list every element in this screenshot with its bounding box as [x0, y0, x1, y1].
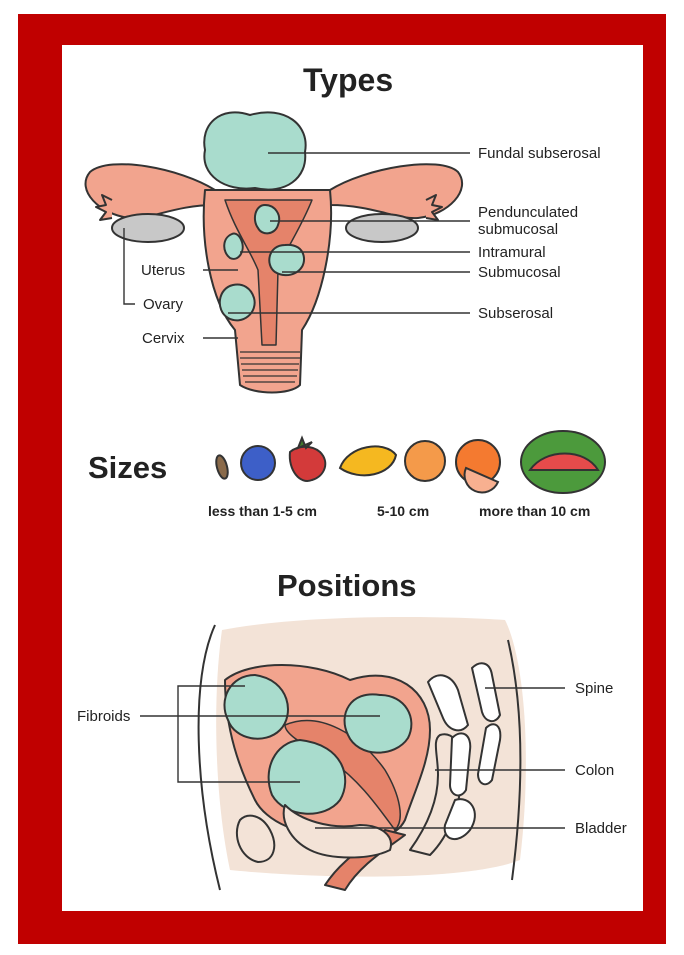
- strawberry-icon: [290, 447, 326, 481]
- label-pedunculated-line2: submucosal: [478, 221, 558, 238]
- label-subserosal: Subserosal: [478, 305, 553, 322]
- label-colon: Colon: [575, 762, 614, 779]
- label-pedunculated-line1: Pendunculated: [478, 204, 578, 221]
- sizes-heading: Sizes: [88, 450, 167, 486]
- fundal-subserosal-fibroid: [204, 112, 305, 189]
- positions-heading: Positions: [277, 568, 417, 604]
- label-size-large: more than 10 cm: [479, 503, 590, 519]
- types-heading: Types: [303, 62, 393, 99]
- label-fundal-subserosal: Fundal subserosal: [478, 145, 601, 162]
- label-bladder: Bladder: [575, 820, 627, 837]
- vertebra-3: [450, 733, 470, 795]
- label-spine: Spine: [575, 680, 613, 697]
- right-ovary: [346, 214, 418, 242]
- label-fibroids: Fibroids: [77, 708, 130, 725]
- right-fallopian-tube: [330, 164, 462, 218]
- submucosal-fibroid: [269, 245, 304, 275]
- fibroid-right: [345, 694, 412, 752]
- body-outline-left: [199, 625, 220, 890]
- left-ovary: [112, 214, 184, 242]
- intramural-fibroid: [224, 233, 242, 258]
- size-fruits: [214, 431, 605, 493]
- peach-icon: [405, 441, 445, 481]
- label-intramural: Intramural: [478, 244, 546, 261]
- label-size-medium: 5-10 cm: [377, 503, 429, 519]
- label-ovary: Ovary: [143, 296, 183, 313]
- label-size-small: less than 1-5 cm: [208, 503, 317, 519]
- label-cervix: Cervix: [142, 330, 185, 347]
- pedunculated-fibroid: [255, 205, 279, 233]
- lemon-icon: [340, 446, 396, 475]
- label-submucosal: Submucosal: [478, 264, 561, 281]
- pelvis-diagram: [199, 617, 526, 890]
- seed-icon: [214, 454, 230, 480]
- label-uterus: Uterus: [141, 262, 185, 279]
- subserosal-fibroid: [220, 285, 255, 321]
- blueberry-icon: [241, 446, 275, 480]
